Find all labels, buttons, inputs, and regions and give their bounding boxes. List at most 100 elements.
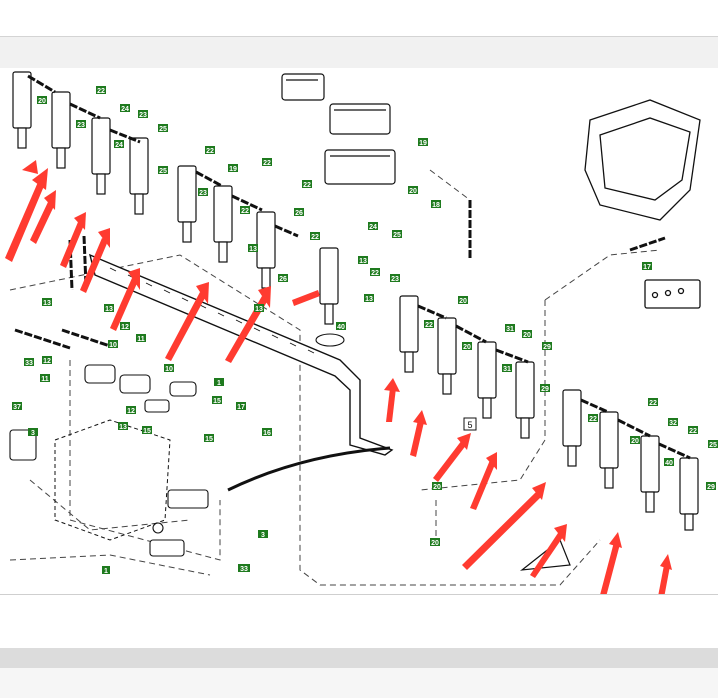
callout-tag: 32 <box>668 418 678 427</box>
callout-tag: 22 <box>262 158 272 167</box>
svg-text:13: 13 <box>365 296 373 303</box>
callout-tag: 13 <box>254 304 264 313</box>
svg-text:13: 13 <box>249 246 257 253</box>
svg-text:22: 22 <box>425 322 433 329</box>
callout-tag: 3 <box>28 428 38 437</box>
svg-text:13: 13 <box>255 306 263 313</box>
svg-text:29: 29 <box>541 386 549 393</box>
mounting-rail <box>88 253 394 456</box>
callout-tag: 33 <box>24 358 34 367</box>
footer-strip <box>0 668 718 698</box>
svg-text:22: 22 <box>649 400 657 407</box>
svg-text:29: 29 <box>543 344 551 351</box>
svg-text:31: 31 <box>503 366 511 373</box>
svg-text:20: 20 <box>38 98 46 105</box>
svg-text:24: 24 <box>115 142 123 149</box>
svg-text:13: 13 <box>105 306 113 313</box>
svg-text:22: 22 <box>206 148 214 155</box>
callout-tag: 25 <box>392 230 402 239</box>
svg-text:19: 19 <box>419 140 427 147</box>
svg-text:20: 20 <box>433 484 441 491</box>
callout-tag: 24 <box>120 104 130 113</box>
callout-tag: 20 <box>37 96 47 105</box>
svg-text:24: 24 <box>369 224 377 231</box>
callout-tag: 17 <box>642 262 652 271</box>
callout-tag: 13 <box>104 304 114 313</box>
svg-text:20: 20 <box>523 332 531 339</box>
svg-text:10: 10 <box>109 342 117 349</box>
manifold-block <box>54 419 171 541</box>
callout-tag: 20 <box>458 296 468 305</box>
callout-tag: 20 <box>522 330 532 339</box>
svg-text:12: 12 <box>121 324 129 331</box>
svg-text:23: 23 <box>199 190 207 197</box>
svg-text:33: 33 <box>25 360 33 367</box>
svg-text:26: 26 <box>279 276 287 283</box>
svg-text:1: 1 <box>104 568 108 575</box>
callout-tag: 20 <box>630 436 640 445</box>
callout-tag: 25 <box>708 440 718 449</box>
svg-text:33: 33 <box>240 566 248 573</box>
parts-diagram: 5 20 22 23 24 23 25 24 25 22 23 19 22 22 <box>5 71 718 594</box>
callout-tag: 20 <box>408 186 418 195</box>
svg-text:29: 29 <box>707 484 715 491</box>
callout-tag: 24 <box>368 222 378 231</box>
svg-text:20: 20 <box>631 438 639 445</box>
svg-text:22: 22 <box>689 428 697 435</box>
svg-text:10: 10 <box>165 366 173 373</box>
svg-text:11: 11 <box>41 376 49 383</box>
svg-text:25: 25 <box>159 126 167 133</box>
svg-text:23: 23 <box>391 276 399 283</box>
callout-tag: 31 <box>502 364 512 373</box>
hoses <box>14 74 691 460</box>
svg-text:3: 3 <box>31 430 35 437</box>
callout-tag: 29 <box>706 482 716 491</box>
callout-tag: 13 <box>118 422 128 431</box>
svg-text:17: 17 <box>237 404 245 411</box>
svg-text:22: 22 <box>97 88 105 95</box>
svg-text:15: 15 <box>143 428 151 435</box>
callout-tag: 23 <box>138 110 148 119</box>
callout-tag: 29 <box>542 342 552 351</box>
svg-text:22: 22 <box>263 160 271 167</box>
svg-text:17: 17 <box>643 264 651 271</box>
svg-text:19: 19 <box>229 166 237 173</box>
callout-tag: 19 <box>418 138 428 147</box>
svg-text:12: 12 <box>127 408 135 415</box>
connector-line <box>227 446 391 492</box>
callout-tag: 22 <box>424 320 434 329</box>
svg-text:23: 23 <box>139 112 147 119</box>
callout-tag: 12 <box>42 356 52 365</box>
callout-tag: 17 <box>236 402 246 411</box>
svg-text:18: 18 <box>432 202 440 209</box>
callout-tag: 22 <box>310 232 320 241</box>
callout-tag: 22 <box>302 180 312 189</box>
callout-tag: 11 <box>136 334 146 343</box>
svg-text:20: 20 <box>431 540 439 547</box>
svg-text:3: 3 <box>261 532 265 539</box>
callout-tag: 1 <box>102 566 110 575</box>
svg-text:12: 12 <box>43 358 51 365</box>
status-bar <box>0 648 718 668</box>
svg-text:13: 13 <box>119 424 127 431</box>
svg-text:25: 25 <box>159 168 167 175</box>
callout-tag: 20 <box>432 482 442 491</box>
svg-text:32: 32 <box>669 420 677 427</box>
callout-tag: 1 <box>214 378 224 387</box>
svg-text:24: 24 <box>121 106 129 113</box>
callout-tag: 12 <box>120 322 130 331</box>
callout-tag: 19 <box>228 164 238 173</box>
callout-tag: 40 <box>336 322 346 331</box>
svg-text:22: 22 <box>311 234 319 241</box>
svg-text:22: 22 <box>371 270 379 277</box>
callout-tag: 40 <box>664 458 674 467</box>
callout-tag: 18 <box>431 200 441 209</box>
callout-tag: 15 <box>212 396 222 405</box>
diagram-viewer[interactable]: 5 20 22 23 24 23 25 24 25 22 23 19 22 22 <box>0 68 718 595</box>
callout-tag: 20 <box>430 538 440 547</box>
svg-text:16: 16 <box>263 430 271 437</box>
callout-tag: 15 <box>204 434 214 443</box>
svg-text:15: 15 <box>205 436 213 443</box>
toolbar <box>0 36 718 70</box>
callout-tag: 13 <box>364 294 374 303</box>
